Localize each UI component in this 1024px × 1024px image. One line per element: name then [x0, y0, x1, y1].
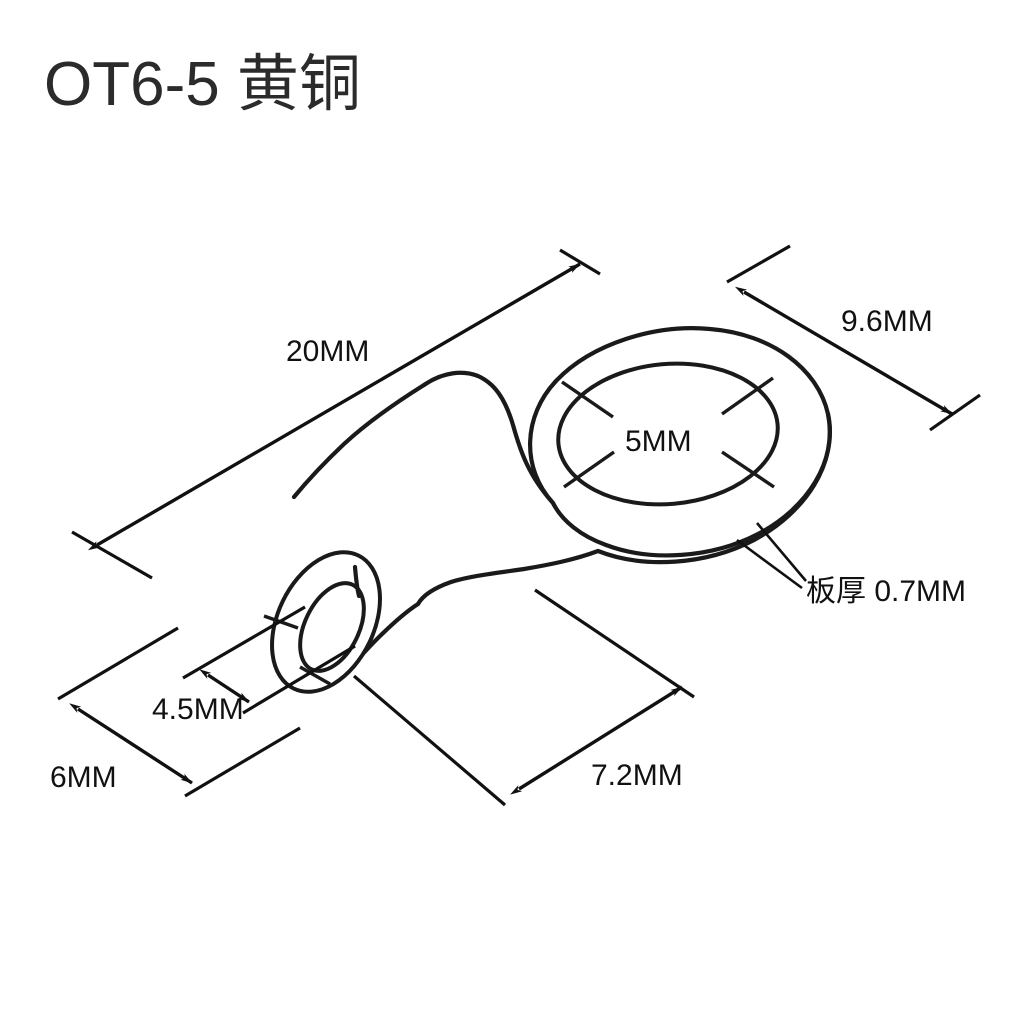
ext-line-6mm-lower — [184, 726, 301, 798]
dim-line-72mm — [510, 685, 683, 795]
ext-line-20mm-right — [559, 248, 601, 276]
ext-line-45mm-right — [242, 644, 356, 715]
dim-label-stud-hole: 5MM — [625, 425, 692, 458]
leader-line-plate-thickness-b — [736, 538, 803, 590]
ext-line-20mm-left — [71, 530, 153, 580]
ext-line-72mm-left — [352, 674, 507, 807]
ext-line-45mm-left — [182, 605, 306, 680]
ext-line-96mm-top — [726, 244, 791, 284]
leader-line-plate-thickness-a — [756, 522, 807, 582]
dim-line-6mm — [69, 703, 193, 785]
dim-label-barrel-length: 7.2MM — [591, 759, 683, 792]
barrel-top-edge — [291, 382, 427, 500]
dimension-stud-hole: 5MM — [625, 425, 692, 458]
dimension-barrel-outer-diameter: 6MM — [50, 626, 301, 798]
dimension-overall-length: 20MM — [71, 248, 601, 580]
ext-line-96mm-bottom — [929, 393, 981, 432]
ring-plate-thickness-edge — [595, 411, 832, 565]
dim-label-barrel-bore: 4.5MM — [152, 693, 244, 726]
dim-label-plate-thickness: 板厚 0.7MM — [806, 575, 966, 608]
ext-line-6mm-upper — [57, 626, 179, 701]
dimension-plate-thickness: 板厚 0.7MM — [736, 522, 966, 608]
dim-label-ring-outer-diameter: 9.6MM — [841, 305, 933, 338]
dimension-ring-outer-diameter: 9.6MM — [726, 244, 981, 432]
dimension-barrel-length: 7.2MM — [352, 588, 695, 807]
page-title: OT6-5 黄铜 — [44, 50, 361, 119]
barrel-wall-seam — [352, 564, 362, 599]
ext-line-72mm-right — [534, 588, 695, 699]
dim-line-96mm — [734, 286, 953, 416]
dim-label-barrel-outer-diameter: 6MM — [50, 761, 117, 794]
dim-line-45mm — [199, 669, 250, 704]
dim-label-overall-length: 20MM — [286, 335, 369, 368]
dim-line-20mm — [87, 262, 581, 551]
terminal-body — [263, 326, 832, 694]
tongue-neck-lower-edge — [415, 548, 601, 607]
